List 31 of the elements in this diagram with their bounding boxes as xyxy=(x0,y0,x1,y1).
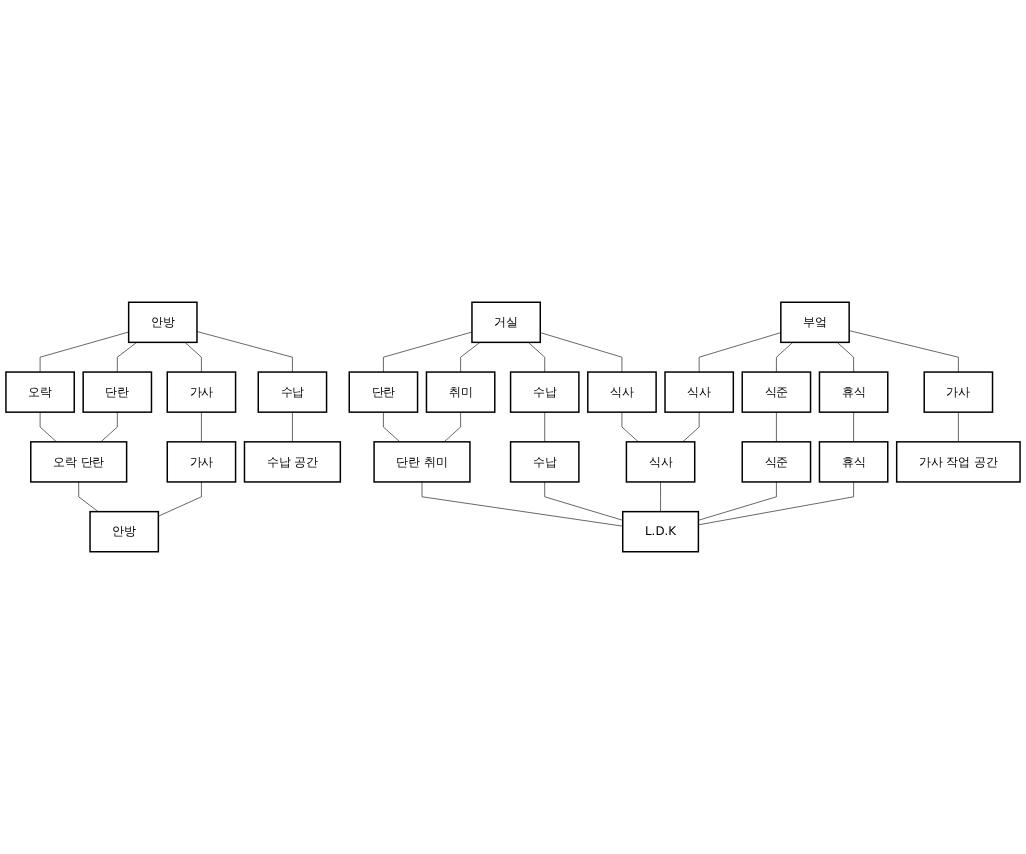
connector xyxy=(39,411,57,443)
connector xyxy=(201,411,202,443)
connector xyxy=(116,342,138,373)
connector xyxy=(698,332,782,373)
connector xyxy=(853,411,854,443)
connector xyxy=(443,411,461,443)
connector xyxy=(527,342,546,373)
connector xyxy=(698,481,854,526)
connector xyxy=(544,411,546,443)
connector xyxy=(196,331,293,373)
connector xyxy=(158,481,202,517)
connector xyxy=(460,342,481,373)
connector xyxy=(39,331,130,373)
connector xyxy=(848,330,959,373)
connector xyxy=(383,331,473,373)
connector xyxy=(292,411,293,443)
connector xyxy=(698,481,777,521)
connector xyxy=(958,411,959,443)
connector xyxy=(682,411,700,443)
connector xyxy=(776,411,777,443)
connector xyxy=(100,411,118,443)
connector xyxy=(421,481,624,527)
connector xyxy=(383,411,401,443)
connector xyxy=(836,342,854,373)
connector xyxy=(776,342,794,373)
connector xyxy=(660,481,661,512)
connector xyxy=(621,411,639,443)
connector xyxy=(78,481,99,512)
connector xyxy=(544,481,624,521)
connector xyxy=(539,332,623,373)
connector xyxy=(184,342,202,373)
